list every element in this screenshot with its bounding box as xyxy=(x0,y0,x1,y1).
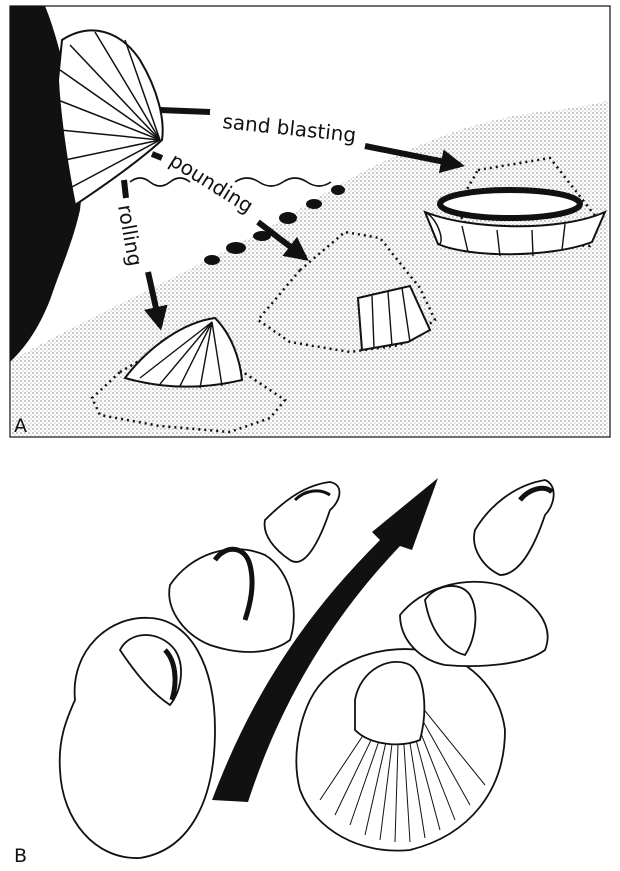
attached-shell xyxy=(58,30,163,205)
pounding-label: pounding xyxy=(165,148,257,218)
rolling-label: rolling xyxy=(113,203,147,268)
right-shell-small xyxy=(474,480,554,575)
right-shell-sequence xyxy=(296,480,553,851)
panel-a: sand blasting pounding rolling xyxy=(10,6,610,437)
panel-b: B xyxy=(14,478,554,867)
sand-blasting-label: sand blasting xyxy=(221,109,357,147)
panel-a-label: A xyxy=(14,415,27,437)
panel-b-label: B xyxy=(14,845,27,867)
